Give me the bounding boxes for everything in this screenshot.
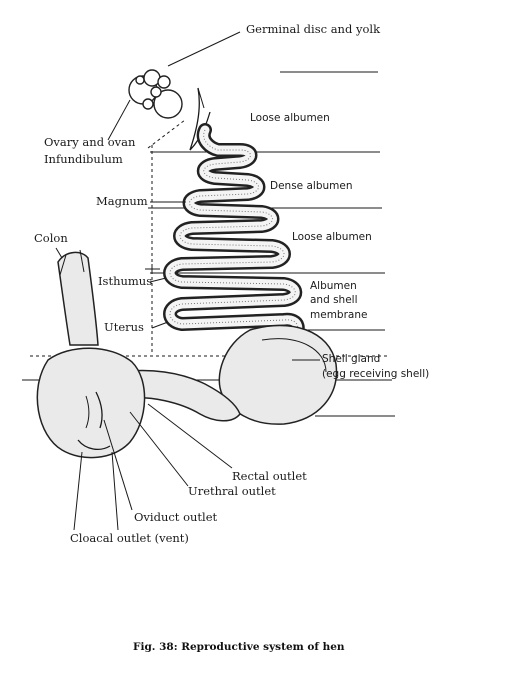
label-dense-albumen: Dense albumen — [270, 180, 352, 192]
label-ovary-ovum: Ovary and ovan — [44, 135, 136, 149]
label-infundibulum: Infundibulum — [44, 152, 123, 166]
figure-caption: Fig. 38: Reproductive system of hen — [133, 641, 345, 653]
label-isthumus: Isthumus — [98, 274, 152, 288]
label-albumen-shell-3: membrane — [310, 309, 367, 321]
label-loose-albumen-1: Loose albumen — [250, 112, 330, 124]
label-uterus: Uterus — [104, 320, 144, 334]
label-shell-gland-note: (egg receiving shell) — [322, 368, 429, 380]
cloaca — [36, 347, 146, 459]
label-albumen-shell-2: and shell — [310, 294, 358, 306]
label-colon: Colon — [34, 231, 68, 245]
label-shell-gland: Shell gland — [322, 353, 380, 365]
label-cloacal-outlet: Cloacal outlet (vent) — [70, 531, 189, 545]
ovary — [128, 69, 183, 119]
shell-gland — [218, 324, 338, 425]
label-magnum: Magnum — [96, 194, 148, 208]
label-loose-albumen-2: Loose albumen — [292, 231, 372, 243]
oviduct-coils — [163, 123, 305, 343]
vagina-duct — [118, 369, 241, 422]
label-oviduct-outlet: Oviduct outlet — [134, 510, 218, 524]
leader-lines — [55, 31, 320, 531]
label-urethral-outlet: Urethral outlet — [188, 484, 276, 498]
label-rectal-outlet: Rectal outlet — [232, 469, 307, 483]
colon — [57, 249, 99, 346]
guide-lines — [145, 119, 186, 355]
label-albumen-shell-1: Albumen — [310, 280, 357, 292]
label-germinal-disc: Germinal disc and yolk — [246, 22, 381, 36]
